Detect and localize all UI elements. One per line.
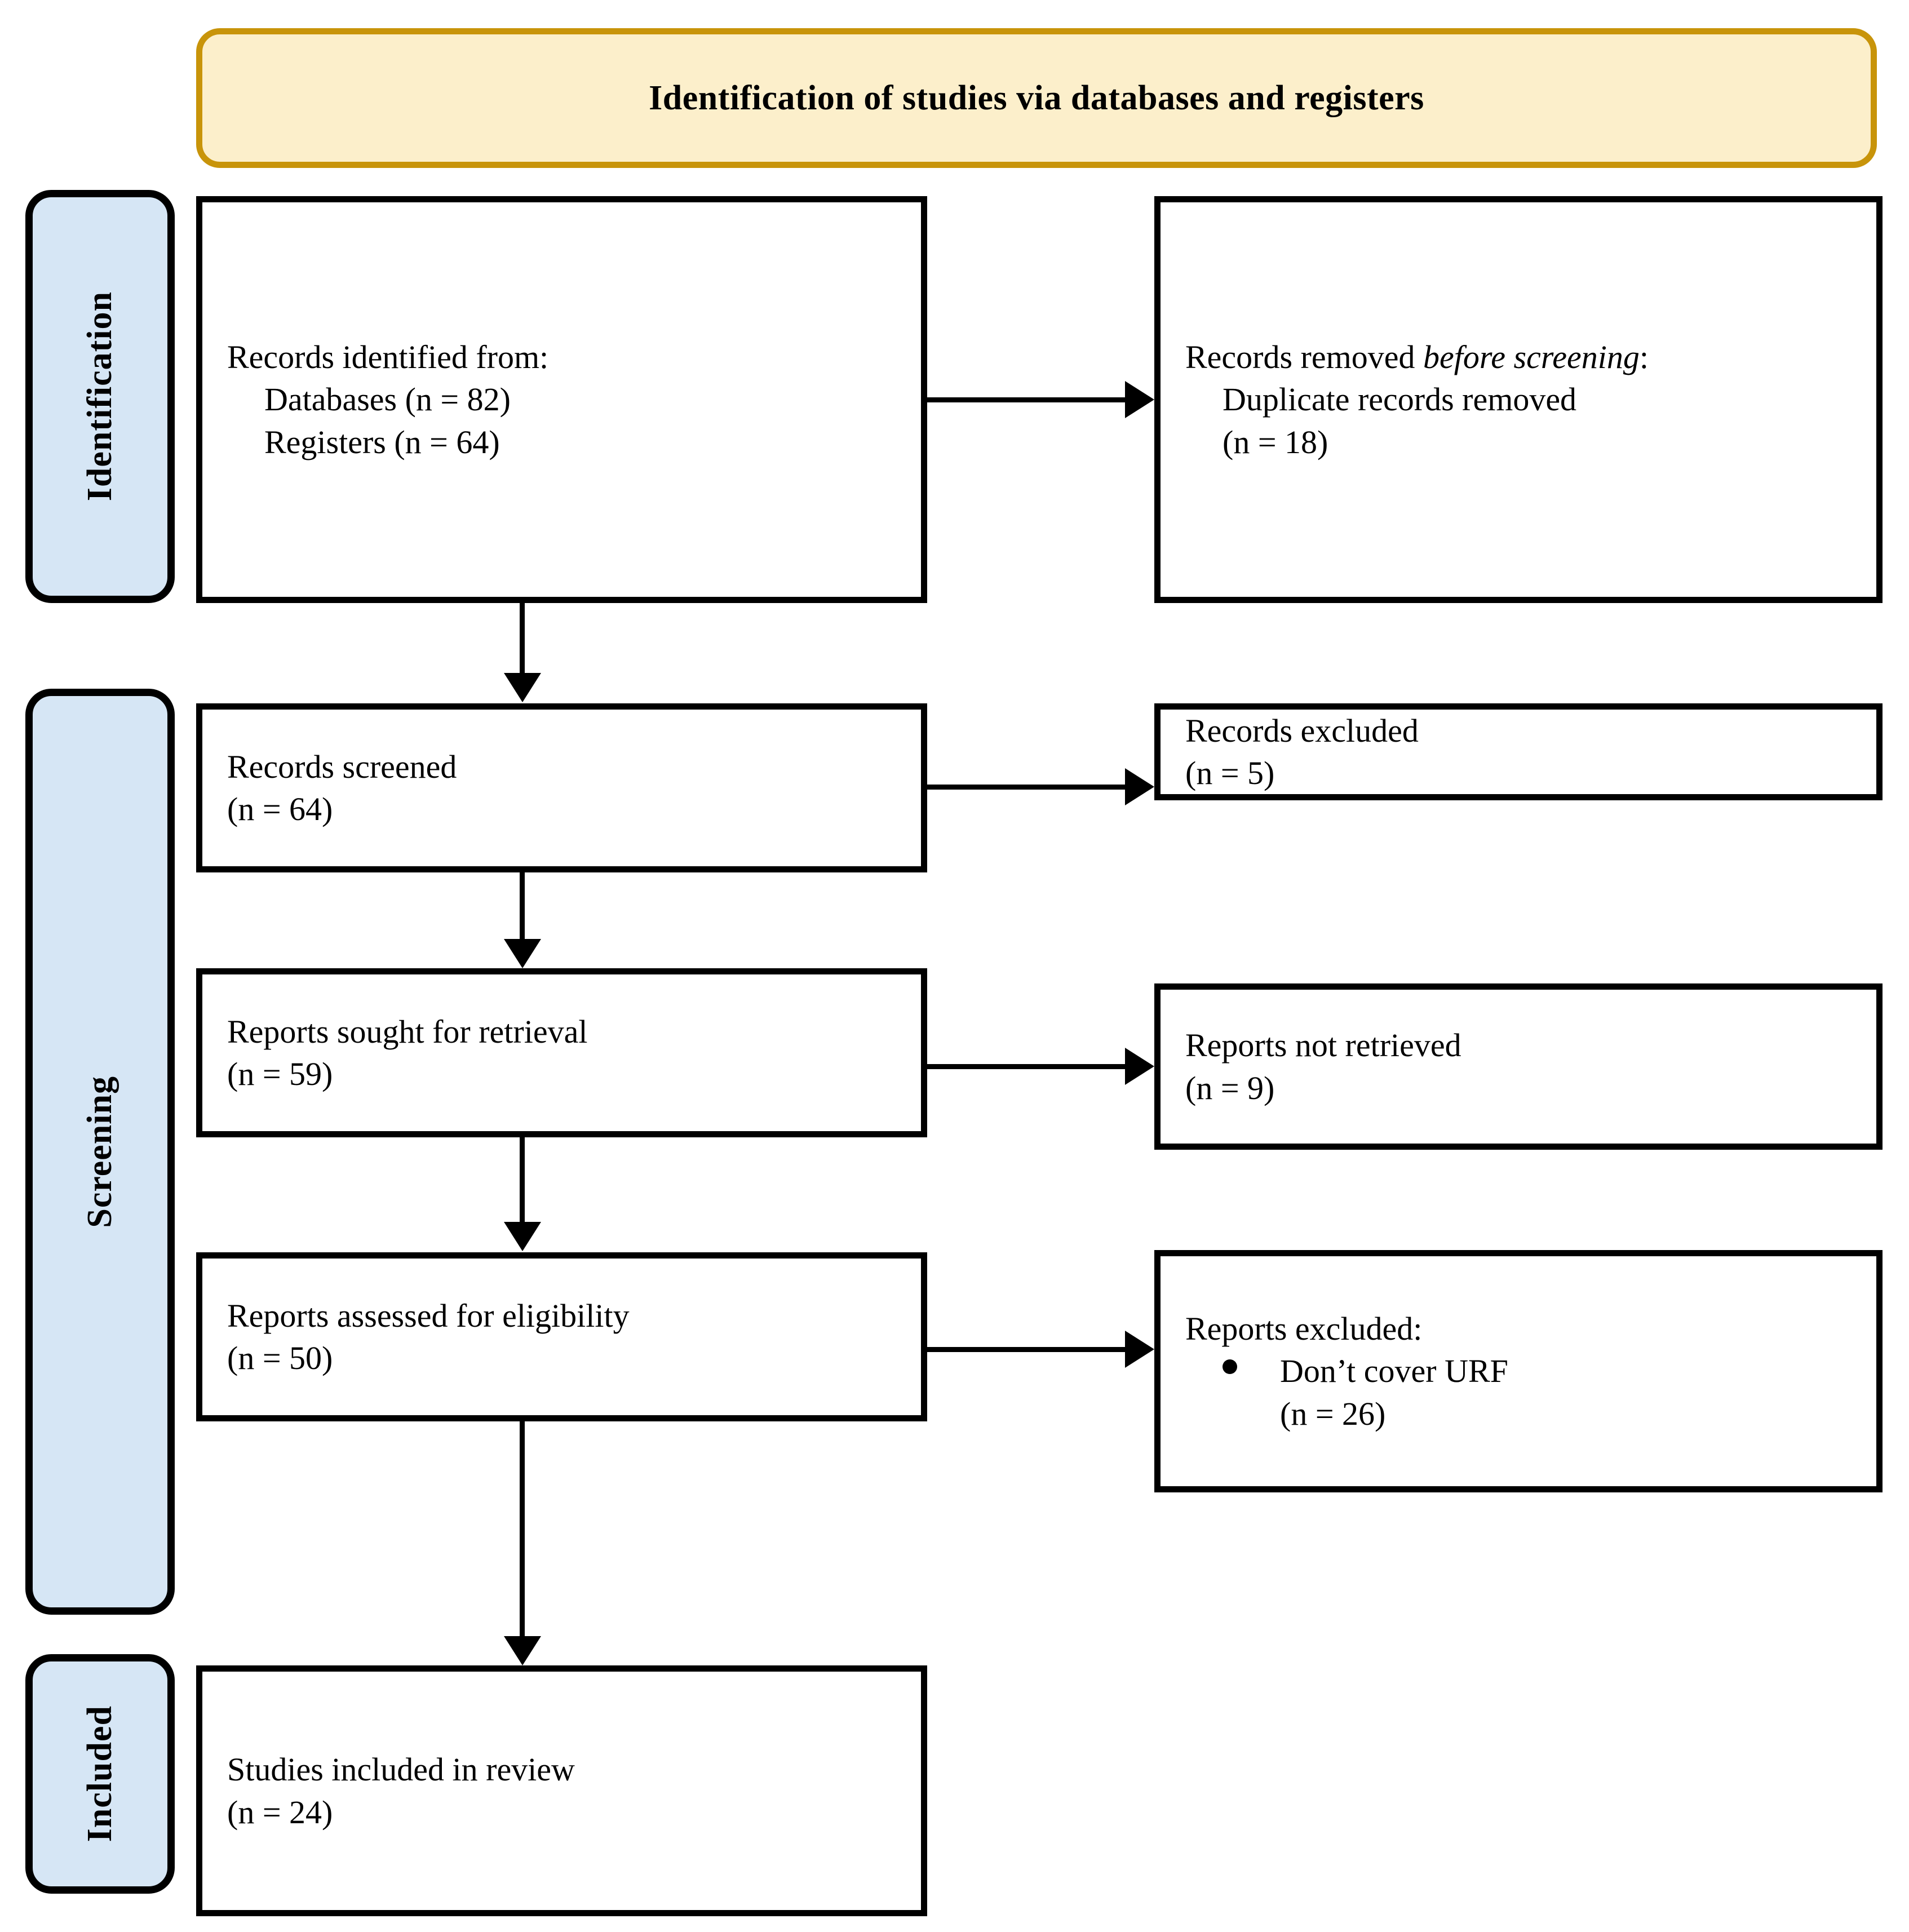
records-removed-line1-post: : [1639, 338, 1649, 375]
bullet-dot-icon [1223, 1359, 1237, 1375]
stage-label-identification: Identification [25, 190, 175, 603]
reports-assessed-line1: Reports assessed for eligibility [227, 1297, 630, 1334]
connector-identified-to-removed [927, 397, 1127, 402]
box-records-removed-before-screening: Records removed before screening: Duplic… [1154, 196, 1883, 603]
reports-not-retrieved-count: (n = 9) [1185, 1069, 1275, 1106]
reports-excluded-bullet-item: Don’t cover URF [1185, 1350, 1852, 1392]
connector-screened-to-sought [520, 872, 525, 940]
stage-label-screening-text: Screening [81, 1075, 119, 1228]
records-removed-line1-emphasis: before screening [1423, 338, 1640, 375]
identification-banner: Identification of studies via databases … [196, 28, 1877, 168]
connector-assessed-to-reports-excluded [927, 1347, 1127, 1352]
arrow-assessed-to-reports-excluded [1125, 1331, 1154, 1368]
stage-label-screening: Screening [25, 689, 175, 1615]
stage-label-included-text: Included [81, 1705, 119, 1842]
box-records-identified: Records identified from: Databases (n = … [196, 196, 927, 603]
reports-assessed-count: (n = 50) [227, 1340, 333, 1376]
box-records-excluded: Records excluded (n = 5) [1154, 703, 1883, 800]
reports-sought-count: (n = 59) [227, 1056, 333, 1092]
reports-excluded-line1: Reports excluded: [1185, 1310, 1423, 1347]
records-screened-line1: Records screened [227, 748, 457, 785]
connector-sought-to-assessed [520, 1137, 525, 1223]
studies-included-line1: Studies included in review [227, 1751, 575, 1788]
records-identified-line1: Records identified from: [227, 338, 549, 375]
arrow-assessed-to-included [504, 1636, 541, 1665]
records-screened-count: (n = 64) [227, 791, 333, 827]
records-excluded-count: (n = 5) [1185, 755, 1275, 791]
stage-label-identification-text: Identification [81, 291, 119, 502]
box-reports-excluded: Reports excluded: Don’t cover URF (n = 2… [1154, 1250, 1883, 1492]
records-removed-count: (n = 18) [1223, 423, 1328, 460]
connector-sought-to-not-retrieved [927, 1064, 1127, 1069]
records-excluded-line1: Records excluded [1185, 712, 1419, 749]
arrow-screened-to-records-excluded [1125, 768, 1154, 805]
records-removed-line1: Records removed before screening: [1185, 336, 1852, 378]
connector-screened-to-records-excluded [927, 785, 1127, 790]
connector-identified-to-screened [520, 603, 525, 674]
studies-included-count: (n = 24) [227, 1793, 333, 1831]
banner-title: Identification of studies via databases … [649, 78, 1424, 117]
reports-not-retrieved-line1: Reports not retrieved [1185, 1027, 1461, 1064]
box-reports-sought-for-retrieval: Reports sought for retrieval (n = 59) [196, 968, 927, 1137]
box-reports-assessed-for-eligibility: Reports assessed for eligibility (n = 50… [196, 1252, 927, 1421]
records-removed-duplicates: Duplicate records removed [1223, 381, 1577, 418]
records-identified-databases: Databases (n = 82) [264, 381, 511, 418]
box-records-screened: Records screened (n = 64) [196, 703, 927, 872]
box-reports-not-retrieved: Reports not retrieved (n = 9) [1154, 983, 1883, 1150]
arrow-identified-to-removed [1125, 381, 1154, 418]
records-identified-registers: Registers (n = 64) [264, 423, 500, 460]
records-removed-line1-pre: Records removed [1185, 338, 1423, 375]
arrow-identified-to-screened [504, 673, 541, 702]
reports-excluded-bullet-text: Don’t cover URF [1280, 1353, 1508, 1390]
reports-excluded-bullet-count: (n = 26) [1280, 1395, 1386, 1432]
arrow-sought-to-not-retrieved [1125, 1048, 1154, 1085]
arrow-sought-to-assessed [504, 1222, 541, 1251]
box-studies-included-in-review: Studies included in review (n = 24) [196, 1665, 927, 1916]
reports-sought-line1: Reports sought for retrieval [227, 1013, 588, 1050]
connector-assessed-to-included [520, 1421, 525, 1637]
arrow-screened-to-sought [504, 939, 541, 968]
stage-label-included: Included [25, 1654, 175, 1894]
